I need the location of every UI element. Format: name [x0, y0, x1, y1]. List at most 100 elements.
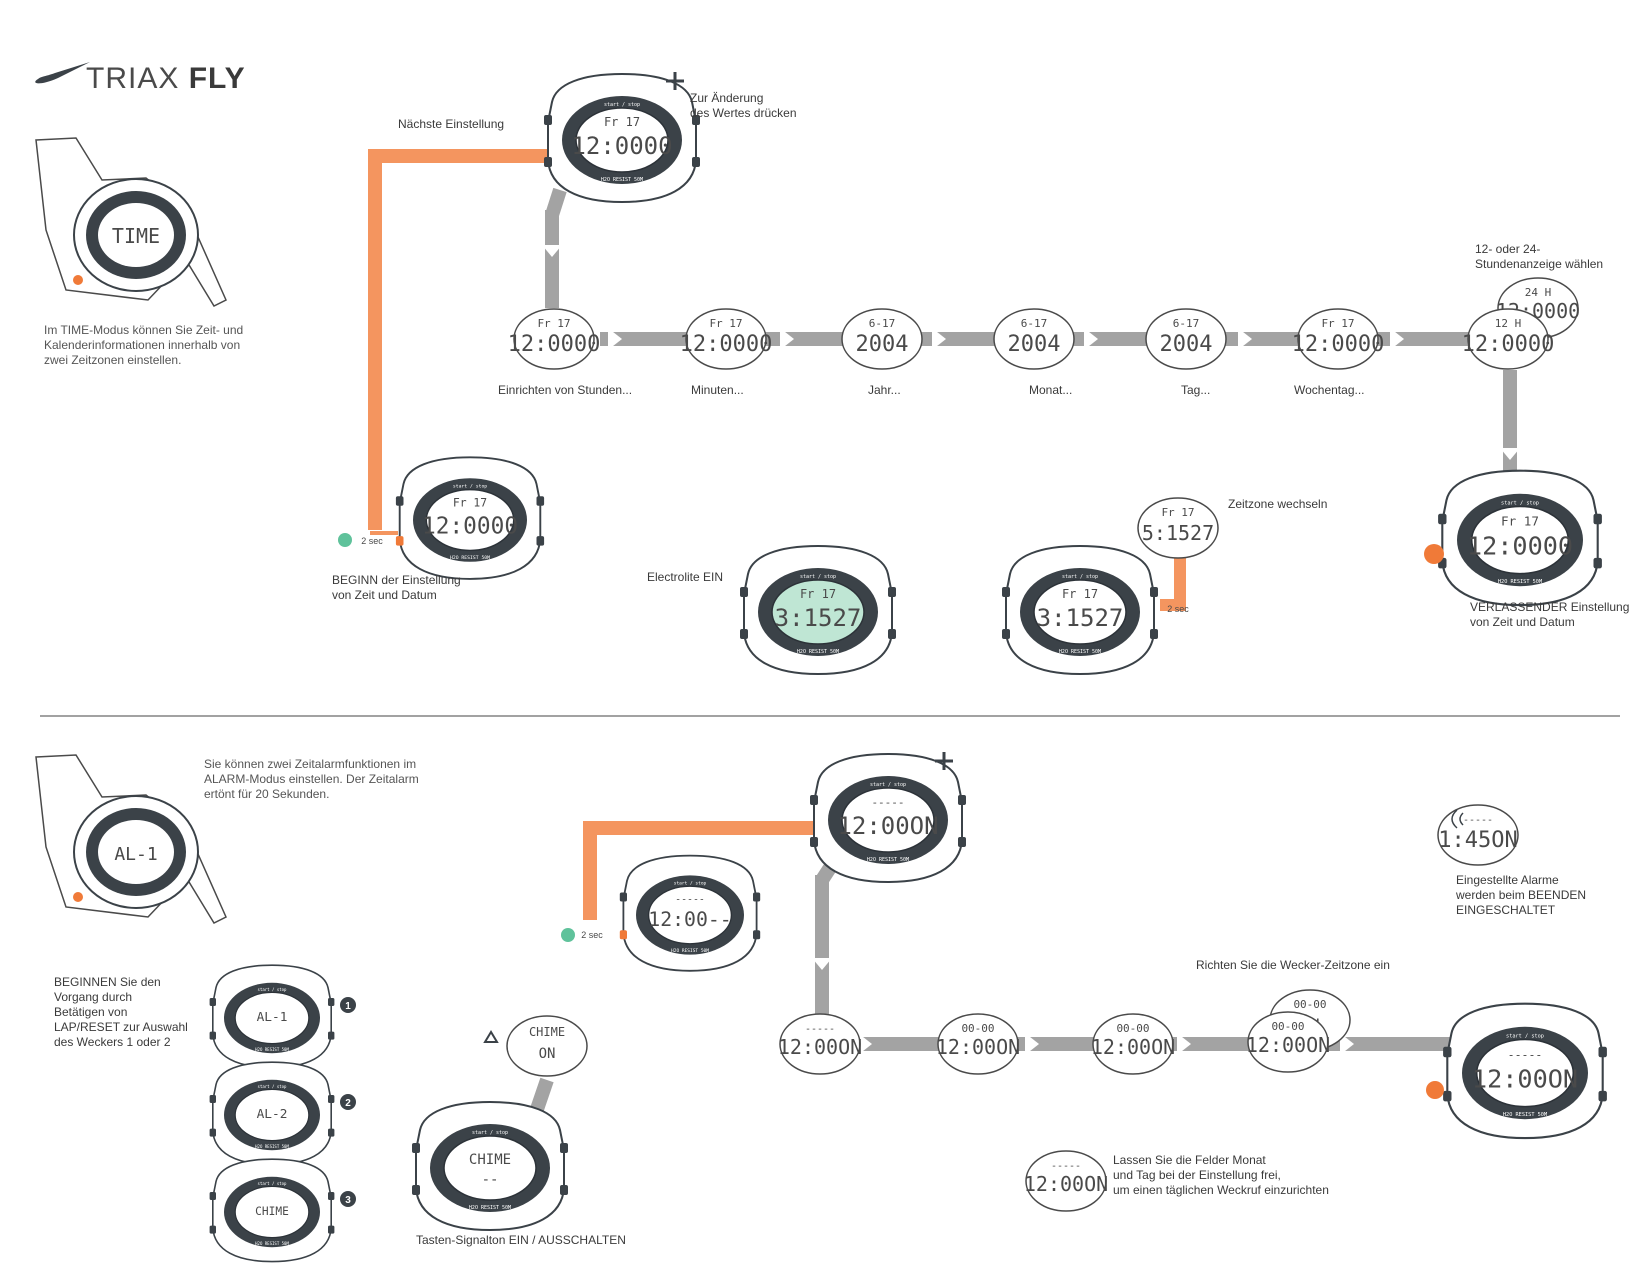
display-clock: 12:00ON — [837, 812, 938, 840]
display-date: 00-00 — [1293, 998, 1326, 1011]
display-outline — [1297, 308, 1379, 370]
display-outline — [779, 1013, 861, 1075]
plus-icon — [666, 72, 684, 90]
watch-button — [328, 998, 335, 1006]
alarm-hold-dot — [561, 928, 575, 942]
watch-button — [1443, 1090, 1452, 1102]
bezel-text-bottom: H2O RESIST 50M — [469, 1205, 511, 1211]
display-main: 2004 — [1008, 332, 1061, 357]
chime-toggle-label: Tasten-Signalton EIN / AUSSCHALTEN — [416, 1233, 626, 1247]
row-arrow-1 — [608, 328, 622, 350]
display-clock: 12:0000 — [1467, 532, 1573, 561]
watch-button — [1438, 513, 1447, 525]
change-value-label: Zur Änderung des Wertes drücken — [690, 91, 797, 120]
bezel-text-bottom: H2O RESIST 50M — [797, 649, 839, 655]
display-dashes: ----- — [805, 1024, 835, 1035]
watch-button — [753, 892, 761, 902]
bezel-text-top: start / stop — [800, 574, 836, 580]
display-main: 12:0000 — [508, 332, 601, 357]
watch-button — [560, 1185, 568, 1195]
watch-button — [1150, 587, 1158, 597]
step-number-badge-1 — [340, 997, 356, 1013]
watch-lcd — [841, 787, 935, 853]
display-clock: 12:0000 — [422, 513, 518, 539]
watch-button — [1598, 1090, 1607, 1102]
alarm-mode-watch: AL-1 — [35, 754, 227, 924]
watch-button — [888, 587, 896, 597]
display-dashes: ----- — [1463, 815, 1493, 826]
watch-button — [209, 1031, 216, 1040]
bezel-text-bottom: H2O RESIST 50M — [255, 1144, 289, 1149]
display-outline — [1145, 308, 1227, 370]
zone-hold-label: 2 sec — [1167, 604, 1189, 614]
display-main: 12:00ON — [1024, 1172, 1108, 1196]
daily-alarm-display: -----12:00ON — [1024, 1150, 1108, 1212]
watch-button — [328, 1128, 335, 1137]
display-al1: AL-1 — [257, 1010, 288, 1025]
next-setting-label: Nächste Einstellung — [398, 117, 505, 131]
display-outline — [993, 308, 1075, 370]
step-number-2: 2 — [345, 1098, 351, 1109]
display-date: 00-00 — [1116, 1022, 1149, 1035]
alarm-row-arrow-4 — [1340, 1033, 1354, 1055]
display-day: Fr 17 — [604, 115, 640, 129]
format-display-12: 12 H12:0000 — [1462, 308, 1554, 370]
watch-lcd — [1470, 505, 1570, 575]
bezel-text-top: start / stop — [258, 1181, 287, 1186]
alarm-row-arrow-1 — [858, 1033, 872, 1055]
format-select-label: 12- oder 24- Stundenanzeige wählen — [1475, 242, 1604, 271]
alarm-begin-label: BEGINNEN Sie den Vorgang durch Betätigen… — [54, 975, 188, 1049]
watch-button — [810, 837, 818, 847]
bezel-text-top: start / stop — [604, 102, 640, 108]
watch-button — [412, 1143, 420, 1153]
alarm-intro: Sie können zwei Zeitalarmfunktionen im A… — [204, 757, 419, 801]
display-al2: AL-2 — [257, 1107, 288, 1122]
display-alarm-clock: 1:45ON — [1438, 828, 1517, 853]
display-dashes: ----- — [675, 894, 705, 905]
watch-lcd — [647, 885, 733, 945]
watch-button — [209, 1095, 216, 1103]
display-text-al1: AL-1 — [114, 844, 157, 865]
display-outline — [1092, 1013, 1174, 1075]
watch-button — [1443, 1046, 1452, 1058]
time-zone-label: Zeitzone wechseln — [1228, 497, 1328, 511]
display-on: ON — [539, 1046, 556, 1062]
row-arrow-6 — [1390, 328, 1404, 350]
watch-button — [544, 115, 552, 125]
bezel-text-bottom: H2O RESIST 50M — [255, 1047, 289, 1052]
time-mode-watch: TIME — [35, 137, 227, 307]
watch-button — [544, 157, 552, 167]
display-outline — [1437, 804, 1519, 866]
display-date: 00-00 — [1271, 1020, 1304, 1033]
display-main: 12:00ON — [936, 1035, 1020, 1059]
alarm-row-arrow-2 — [1025, 1033, 1039, 1055]
watch-button — [209, 1128, 216, 1137]
watch-button — [1002, 587, 1010, 597]
display-outline — [1467, 308, 1549, 370]
bezel-text-bottom: H2O RESIST 50M — [450, 555, 490, 561]
display-main: 12:00ON — [1246, 1033, 1330, 1057]
step-label-weekday: Wochentag... — [1294, 383, 1365, 397]
begin-setting-label: BEGINN der Einstellung von Zeit und Datu… — [332, 573, 461, 602]
bezel-text-top: start / stop — [674, 880, 707, 886]
display-chime: CHIME — [529, 1025, 565, 1039]
step-number-1: 1 — [345, 1001, 351, 1012]
bezel-text-top: start / stop — [472, 1130, 508, 1136]
display-dashes: ----- — [1508, 1047, 1543, 1061]
step-label-minutes: Minuten... — [691, 383, 744, 397]
watch-lcd — [234, 1185, 310, 1239]
display-dashes: ----- — [871, 796, 904, 809]
